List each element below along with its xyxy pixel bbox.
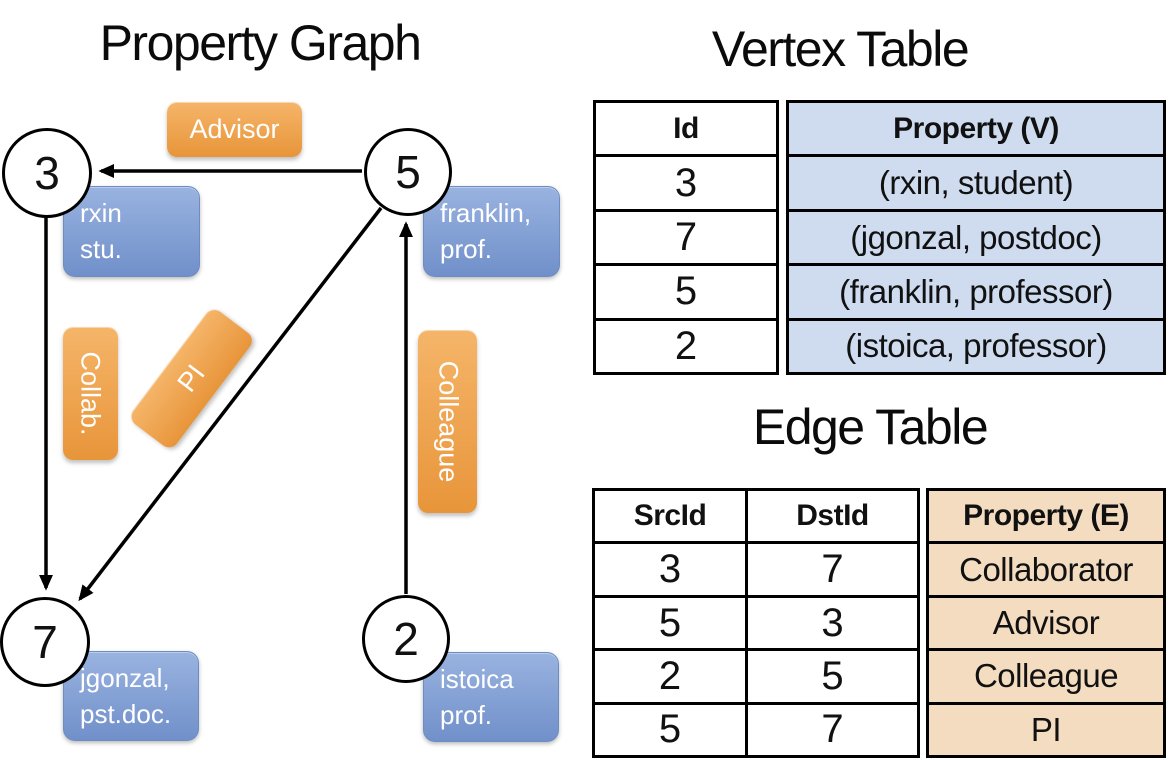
- vertex-property-box-2-line1: istoica: [440, 664, 514, 694]
- edge-table-property-column: Property (E) Collaborator Advisor Collea…: [926, 488, 1166, 758]
- vertex-table-id-header: Id: [673, 111, 699, 145]
- vertex-table-property-cell: (istoica, professor): [789, 317, 1163, 372]
- vertex-property-box-7: jgonzal, pst.doc.: [63, 651, 199, 741]
- vertex-table-property-column: Property (V) (rxin, student) (jgonzal, p…: [786, 100, 1166, 375]
- edge-table-dstid-header: DstId: [796, 499, 869, 533]
- property-graph-title: Property Graph: [99, 15, 422, 71]
- vertex-table-property-header: Property (V): [893, 111, 1059, 145]
- edge-5-to-7-line: [78, 206, 383, 602]
- edge-table-property-header: Property (E): [963, 499, 1129, 533]
- edge-table-property-cell: Advisor: [929, 594, 1163, 648]
- edge-table-property-cell: Collaborator: [929, 541, 1163, 594]
- vertex-table-id-cell: 5: [596, 263, 776, 317]
- vertex-table-property-cell: (rxin, student): [789, 154, 1163, 208]
- vertex-property-box-3-line2: stu.: [80, 234, 122, 264]
- graph-node-7: 7: [0, 597, 90, 687]
- vertex-property-box-3-line1: rxin: [80, 198, 122, 228]
- graph-node-3-id: 3: [34, 147, 60, 199]
- edge-table-dstid-cell: 3: [748, 594, 917, 648]
- vertex-table-property-cell: (jgonzal, postdoc): [789, 208, 1163, 263]
- edge-table-property-cell: Colleague: [929, 648, 1163, 701]
- edge-table-srcid-cell: 5: [595, 701, 745, 755]
- edge-label-pi-text: PI: [171, 358, 211, 398]
- edge-table-dstid-cell: 7: [748, 701, 917, 755]
- graph-edges-layer: [39, 164, 413, 602]
- vertex-property-box-5-line1: franklin,: [440, 198, 532, 228]
- vertex-table-property-cell: (franklin, professor): [789, 263, 1163, 317]
- edge-label-colleague-text: Colleague: [433, 360, 463, 483]
- vertex-property-box-2-line2: prof.: [440, 700, 493, 730]
- edge-table-dstid-cell: 7: [748, 541, 917, 594]
- vertex-property-box-5-line2: prof.: [440, 234, 493, 264]
- vertex-property-box-7-line2: pst.doc.: [80, 699, 172, 729]
- vertex-table-id-cell: 3: [596, 154, 776, 208]
- edge-table-srcid-cell: 3: [595, 541, 745, 594]
- edge-table-id-columns: SrcId 3 5 2 5 DstId 7 3 5 7: [592, 488, 920, 758]
- edge-table-dstid-cell: 5: [748, 648, 917, 701]
- edge-table-title: Edge Table: [752, 399, 989, 455]
- edge-table-srcid-header: SrcId: [633, 499, 707, 533]
- edge-table-dstid-column: DstId 7 3 5 7: [745, 491, 917, 755]
- edge-table-property-cell: PI: [929, 701, 1163, 755]
- vertex-table-title: Vertex Table: [711, 21, 970, 77]
- vertex-table-id-column: Id 3 7 5 2: [593, 100, 779, 375]
- vertex-property-box-2: istoica prof.: [423, 652, 559, 742]
- edge-table-srcid-cell: 2: [595, 648, 745, 701]
- vertex-property-box-7-line1: jgonzal,: [80, 663, 170, 693]
- graph-node-7-id: 7: [32, 616, 58, 668]
- graph-node-5-id: 5: [395, 146, 421, 198]
- edge-label-advisor: Advisor: [167, 102, 302, 157]
- edge-table-srcid-column: SrcId 3 5 2 5: [595, 491, 745, 755]
- edge-table-srcid-cell: 5: [595, 594, 745, 648]
- graph-node-3: 3: [2, 128, 92, 218]
- edge-label-collab-text: Collab.: [76, 351, 107, 436]
- edge-label-colleague: Colleague: [418, 330, 477, 513]
- graph-node-5: 5: [364, 128, 452, 216]
- vertex-table-id-cell: 7: [596, 208, 776, 263]
- vertex-property-box-3: rxin stu.: [63, 186, 200, 277]
- edge-label-collab: Collab.: [63, 327, 118, 460]
- graph-node-2-id: 2: [393, 613, 419, 665]
- vertex-table-id-cell: 2: [596, 317, 776, 372]
- graph-node-2: 2: [362, 595, 450, 683]
- edge-label-advisor-text: Advisor: [189, 114, 280, 144]
- vertex-property-box-5: franklin, prof.: [423, 186, 560, 277]
